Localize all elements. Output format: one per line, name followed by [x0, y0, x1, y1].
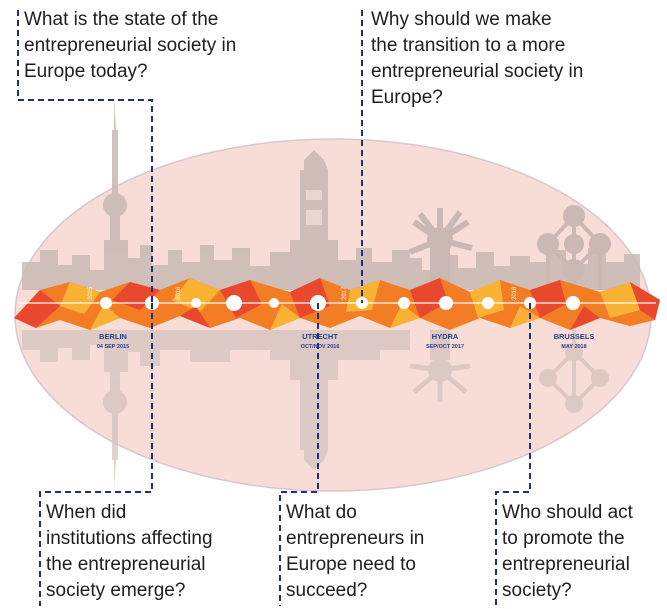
year-label: 2018 [512, 286, 518, 300]
event-date: SEP/OCT 2017 [426, 344, 464, 350]
question-need: What do entrepreneurs in Europe need to … [286, 502, 425, 601]
atomium-icon [537, 205, 611, 290]
event-city: BRUSSELS [554, 332, 595, 341]
timeline-dot [356, 297, 368, 309]
timeline-dot [482, 297, 494, 309]
event-city: UTRECHT [302, 332, 338, 341]
question-state: What is the state of the entrepreneurial… [24, 9, 237, 82]
timeline-dot [566, 296, 580, 310]
connector-line [39, 303, 153, 606]
event-city: HYDRA [432, 332, 459, 341]
windmill-icon [408, 208, 473, 290]
timeline-dot [398, 297, 410, 309]
timeline-dot [191, 298, 201, 308]
year-label: 2015 [88, 286, 94, 300]
skyline-reflection [22, 330, 609, 490]
year-label: 2016 [176, 286, 182, 300]
timeline-dot [100, 297, 112, 309]
connector-line [17, 10, 153, 303]
question-when: When did institutions affecting the entr… [46, 502, 213, 601]
event-date: MAY 2018 [561, 344, 586, 350]
timeline-dot [226, 295, 242, 311]
year-label: 2017 [342, 286, 348, 300]
event-date: 04 SEP 2015 [97, 344, 129, 350]
event-city: BERLIN [99, 332, 127, 341]
event-date: OCT/NOV 2016 [301, 344, 340, 350]
question-who: Who should act to promote the entreprene… [502, 502, 633, 601]
connector-line [279, 303, 319, 606]
connector-line [495, 303, 531, 606]
timeline-dot [269, 298, 279, 308]
timeline-dot [439, 296, 453, 310]
timeline-band [14, 278, 660, 330]
question-why: Why should we make the transition to a m… [371, 9, 584, 108]
